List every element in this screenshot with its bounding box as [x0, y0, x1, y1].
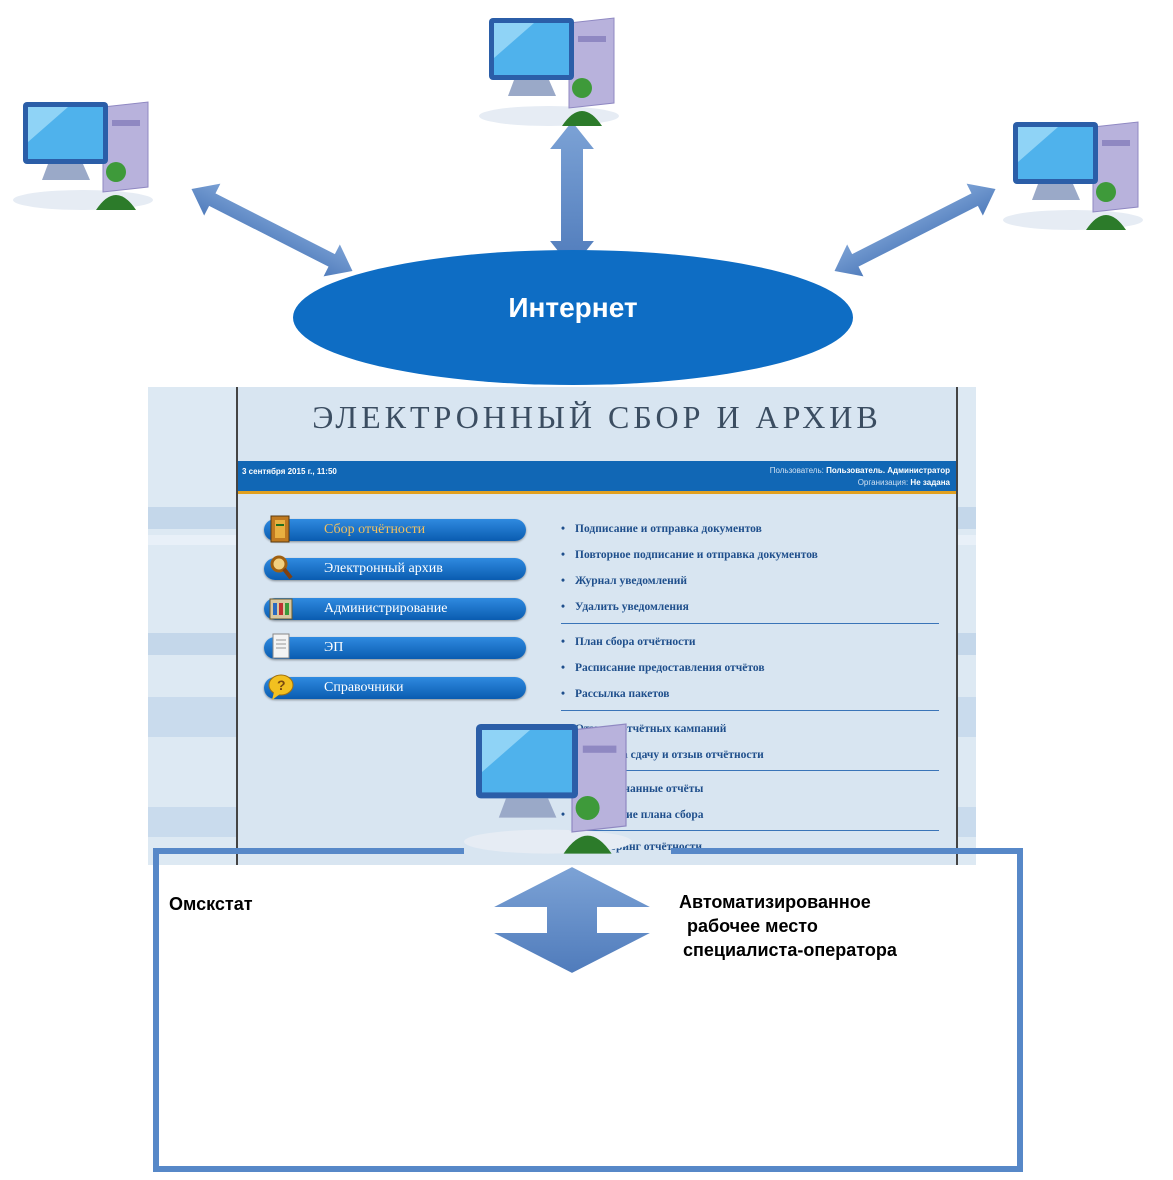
user-label: Пользователь: — [769, 466, 824, 475]
box-top-border-left — [159, 848, 464, 854]
app-window: ЭЛЕКТРОННЫЙ СБОР И АРХИВ 3 сентября 2015… — [236, 387, 958, 865]
user-value: Пользователь. Администратор — [826, 466, 950, 475]
workstation-label-line: Автоматизированное — [679, 892, 871, 912]
link-package-mailing[interactable]: Рассылка пакетов — [561, 688, 669, 700]
magnifier-icon — [268, 553, 294, 583]
menu-label: Администрирование — [324, 601, 448, 616]
arrow-top-computer — [545, 118, 599, 272]
link-delete-notifications[interactable]: Удалить уведомления — [561, 601, 689, 613]
link-sign-send[interactable]: Подписание и отправка документов — [561, 523, 762, 535]
internet-label: Интернет — [508, 291, 638, 323]
links-divider — [561, 623, 939, 624]
svg-text:?: ? — [277, 677, 286, 693]
menu-label: Сбор отчётности — [324, 522, 426, 537]
menu-label: ЭП — [324, 640, 344, 655]
internet-cloud: Интернет — [293, 250, 853, 385]
menu-label: Справочники — [324, 680, 404, 695]
link-resign-send[interactable]: Повторное подписание и отправка документ… — [561, 549, 818, 561]
menu-button-digital-signature[interactable]: ЭП — [264, 633, 526, 659]
app-user-info: Пользователь: Пользователь. Администрато… — [770, 465, 950, 489]
computer-user-icon-right — [998, 112, 1148, 232]
links-divider — [561, 830, 939, 831]
app-header-bar: 3 сентября 2015 г., 11:50 Пользователь: … — [238, 461, 956, 494]
menu-label: Электронный архив — [324, 561, 443, 576]
signature-document-icon — [268, 632, 294, 662]
org-value: Не задана — [910, 478, 950, 487]
computer-user-icon-left — [8, 92, 158, 212]
box-top-border-right — [671, 848, 1023, 854]
links-divider — [561, 770, 939, 771]
omskstat-label: Омскстат — [169, 894, 253, 914]
links-divider — [561, 710, 939, 711]
menu-button-electronic-archive[interactable]: Электронный архив — [264, 555, 526, 580]
omskstat-box: Омскстат Автоматизированное рабочее мест… — [153, 848, 1023, 1172]
org-label: Организация: — [857, 478, 909, 487]
computer-user-icon-top — [474, 8, 624, 128]
app-title: ЭЛЕКТРОННЫЙ СБОР И АРХИВ — [312, 399, 882, 435]
link-notification-log[interactable]: Журнал уведомлений — [561, 575, 687, 587]
menu-button-report-collection[interactable]: Сбор отчётности — [264, 515, 526, 543]
app-screenshot: ЭЛЕКТРОННЫЙ СБОР И АРХИВ 3 сентября 2015… — [148, 387, 976, 865]
arrow-left-computer — [188, 180, 356, 280]
report-collection-icon — [268, 514, 294, 544]
admin-tools-icon — [268, 593, 294, 623]
link-collection-plan[interactable]: План сбора отчётности — [561, 636, 696, 648]
arrow-right-computer — [831, 180, 999, 280]
workstation-label: Автоматизированное рабочее место специал… — [679, 890, 897, 962]
workstation-label-line: рабочее место — [687, 916, 818, 936]
app-date: 3 сентября 2015 г., 11:50 — [242, 467, 337, 476]
help-bubble-icon: ? — [268, 672, 294, 702]
menu-button-administration[interactable]: Администрирование — [264, 598, 526, 620]
link-report-schedule[interactable]: Расписание предоставления отчётов — [561, 662, 765, 674]
menu-button-directories[interactable]: ? Справочники — [264, 674, 526, 700]
workstation-label-line: специалиста-оператора — [683, 940, 897, 960]
operator-workstation-icon — [458, 712, 638, 856]
